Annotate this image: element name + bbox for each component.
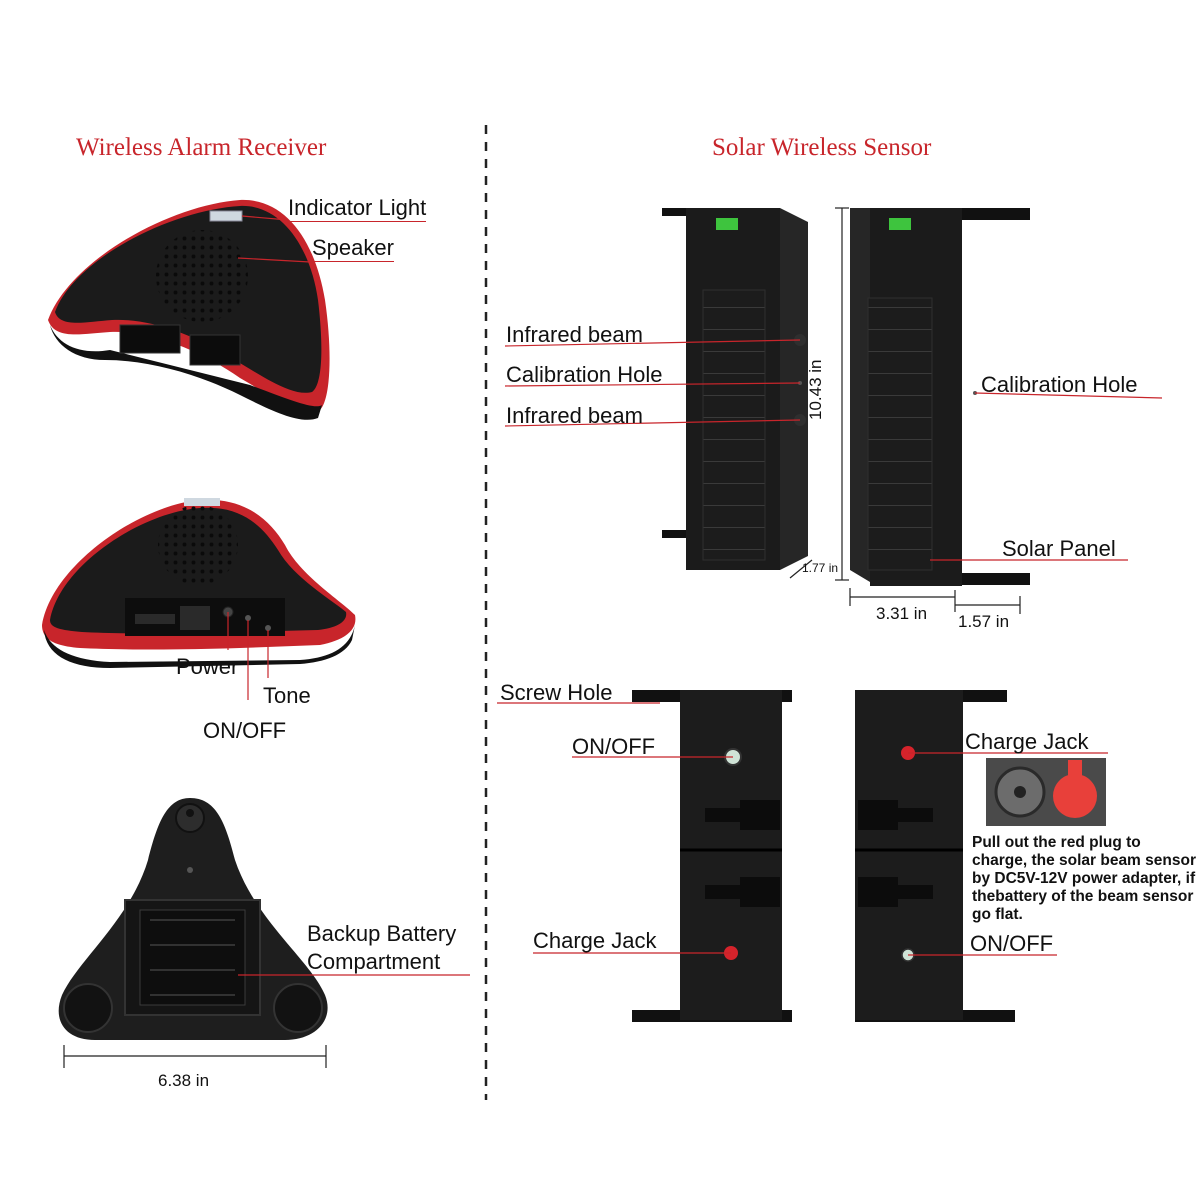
tone-label: Tone — [263, 683, 311, 708]
calibration-hole-right-label: Calibration Hole — [981, 372, 1138, 397]
indicator-light-label: Indicator Light — [288, 195, 427, 222]
solar-panel-label: Solar Panel — [1002, 536, 1116, 561]
sensor-left-back — [632, 690, 792, 1022]
charge-jack-right-label: Charge Jack — [965, 729, 1089, 754]
on-off-left-label: ON/OFF — [572, 734, 656, 759]
backup-battery-label: Backup Battery — [307, 921, 457, 946]
bracket-width-dimension: 1.57 in — [958, 612, 1010, 631]
infrared-beam-bottom-label: Infrared beam — [506, 403, 643, 428]
sensor-right-front — [850, 208, 1030, 586]
charge-note: Pull out the red plug to charge, the sol… — [972, 834, 1196, 923]
sensor-title: Solar Wireless Sensor — [712, 134, 932, 161]
on-off-label: ON/OFF — [203, 718, 287, 743]
sensor-width-dimension: 3.31 in — [876, 604, 928, 623]
infrared-beam-top-label: Infrared beam — [506, 322, 643, 347]
screw-hole-label: Screw Hole — [500, 680, 613, 705]
charge-jack-left-label: Charge Jack — [533, 928, 657, 953]
calibration-hole-left-label: Calibration Hole — [506, 362, 663, 387]
sensor-right-back — [855, 690, 1015, 1022]
sensor-height-dimension: 10.43 in — [806, 359, 825, 421]
charge-jack-photo — [986, 758, 1106, 826]
compartment-label: Compartment — [307, 949, 441, 974]
on-off-right-label: ON/OFF — [970, 931, 1054, 956]
sensor-left-front — [662, 208, 808, 570]
power-label: Power — [176, 654, 239, 679]
sensor-depth-dimension: 1.77 in — [802, 561, 839, 575]
receiver-top-view — [48, 199, 330, 420]
receiver-side-view — [42, 498, 356, 668]
receiver-title: Wireless Alarm Receiver — [76, 134, 327, 161]
speaker-label: Speaker — [312, 235, 394, 262]
receiver-width-dimension: 6.38 in — [158, 1071, 210, 1090]
receiver-bottom-view — [58, 798, 328, 1040]
